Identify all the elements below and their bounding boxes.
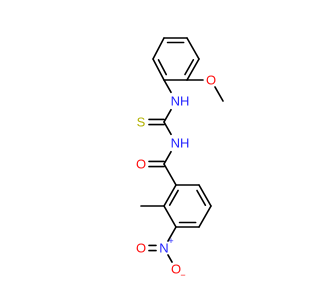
ring-bond (186, 58, 200, 81)
atom-label-n: NH (171, 136, 190, 151)
bond-layer (140, 37, 224, 263)
ring-bond (163, 184, 177, 207)
ring-inner-bond (168, 189, 179, 206)
ring-bond (152, 58, 165, 81)
atom-label-o: O (206, 73, 216, 88)
single-bond (186, 37, 200, 60)
atom-o-nitro-minus: O− (171, 262, 186, 281)
single-bond (163, 108, 172, 123)
single-bond (163, 121, 172, 136)
atom-n-nitro: N+ (159, 236, 173, 256)
single-bond (214, 86, 224, 102)
single-bond (198, 205, 212, 228)
single-bond (167, 254, 173, 263)
atom-label-o: O (136, 241, 146, 256)
ring-bond (198, 184, 212, 207)
atom-label-n: NH (171, 94, 190, 109)
atom-label-o: O (171, 262, 181, 277)
atom-o-nitro-double: O (136, 241, 146, 256)
single-bond (163, 150, 172, 165)
ring-inner-bond (184, 58, 195, 76)
atom-label-s: S (137, 115, 146, 130)
single-bond (167, 226, 177, 242)
atom-o-methoxy: O (206, 73, 216, 88)
atom-o-carbonyl: O (136, 157, 146, 172)
single-bond (163, 79, 172, 94)
atom-charge: + (168, 236, 173, 246)
single-bond (152, 37, 165, 60)
atom-n-upper: NH (171, 94, 190, 109)
atom-n-mid: NH (171, 136, 190, 151)
atom-label-n: N (159, 241, 168, 256)
ring-inner-bond (157, 59, 168, 76)
single-bond (163, 163, 177, 186)
atom-charge: − (180, 270, 185, 280)
single-bond (163, 205, 177, 228)
atom-label-o: O (136, 157, 146, 172)
atom-s1: S (137, 115, 146, 130)
ring-inner-bond (196, 189, 207, 207)
